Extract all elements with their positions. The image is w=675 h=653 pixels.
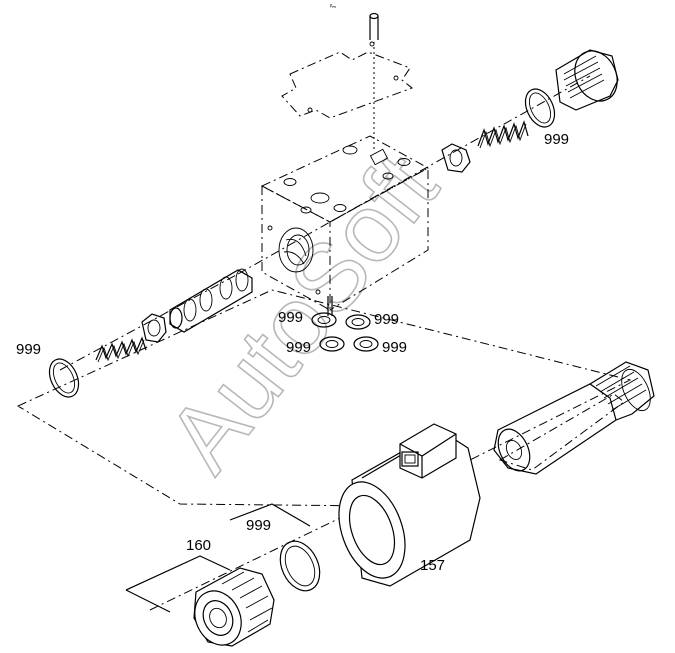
- right-spring: [477, 120, 529, 149]
- label-left-ring: 999: [16, 341, 41, 358]
- label-center-bottom-right: 999: [382, 339, 407, 356]
- right-spool-spacer: [441, 143, 471, 173]
- bottom-o-ring: [279, 540, 321, 592]
- right-plug: [555, 49, 619, 111]
- label-center-bottom-left: 999: [286, 339, 311, 356]
- label-top-ring: 999: [544, 131, 569, 148]
- label-coil: 157: [420, 557, 445, 574]
- header-mark: ᵖₘ: [330, 4, 336, 10]
- assembly-group-boundary: [16, 289, 632, 507]
- label-nut: 160: [186, 537, 211, 554]
- label-center-top-right: 999: [374, 311, 399, 328]
- solenoid-coil: [338, 423, 481, 587]
- right-o-ring: [524, 88, 556, 128]
- valve-body: [260, 135, 430, 311]
- gasket-plate: [281, 41, 414, 119]
- label-bottom-ring: 999: [246, 517, 271, 534]
- small-seal-set: [311, 312, 379, 352]
- coil-nut: [193, 567, 275, 647]
- left-o-ring: [48, 358, 80, 398]
- left-spring: [95, 336, 147, 363]
- left-spool-spacer: [141, 313, 167, 343]
- solenoid-tube: [493, 361, 655, 475]
- label-center-top-left: 999: [278, 309, 303, 326]
- bolt: [369, 12, 379, 150]
- spool: [169, 268, 253, 333]
